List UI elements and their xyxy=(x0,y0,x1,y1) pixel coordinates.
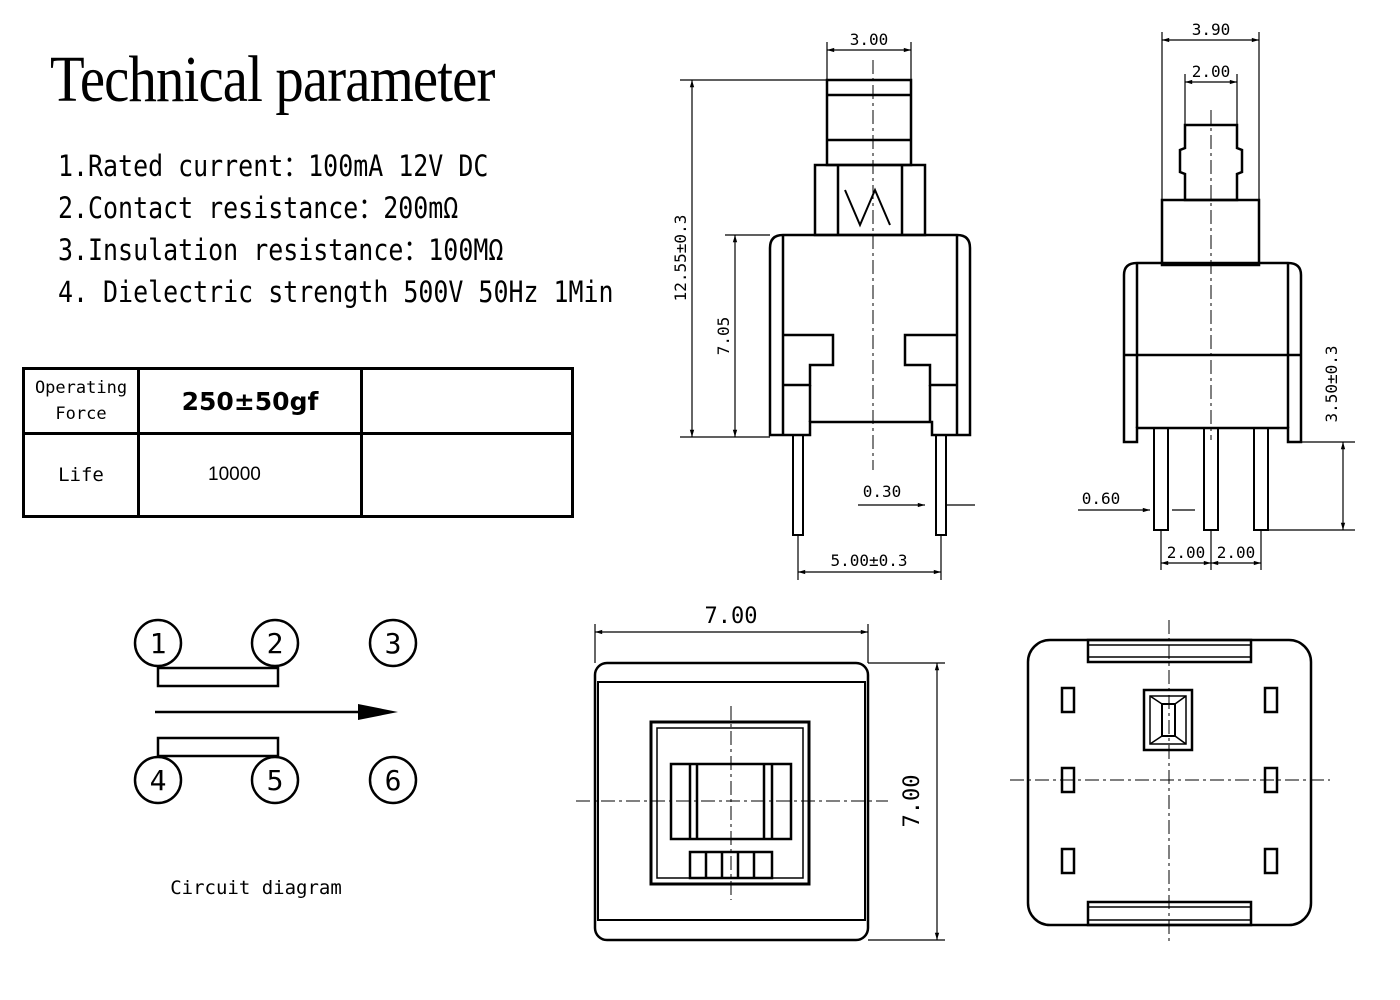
dim-side-pitch-right: 2.00 xyxy=(1217,543,1256,562)
dim-pin-pitch: 5.00±0.3 xyxy=(830,551,907,570)
param-rated-current: 1.Rated current：100mA 12V DC xyxy=(58,149,489,183)
dim-top-width: 7.00 xyxy=(705,604,758,629)
dim-front-top-width: 3.00 xyxy=(850,30,889,49)
dim-side-pitch-left: 2.00 xyxy=(1167,543,1206,562)
page-title: Technical parameter xyxy=(50,43,495,116)
dim-side-pin-width: 0.60 xyxy=(1082,489,1121,508)
pin-3-label: 3 xyxy=(385,627,402,660)
dim-front-height: 12.55±0.3 xyxy=(671,215,690,302)
dim-side-pin-length: 3.50±0.3 xyxy=(1322,345,1341,422)
life-value: 10000 xyxy=(137,432,363,518)
pin-2-label: 2 xyxy=(267,627,284,660)
front-view xyxy=(768,60,972,536)
side-view xyxy=(1122,110,1303,531)
parameter-list: 1.Rated current：100mA 12V DC 2.Contact r… xyxy=(58,145,704,313)
param-insulation-resistance: 3.Insulation resistance：100MΩ xyxy=(58,233,504,267)
bottom-view xyxy=(1010,620,1330,945)
circuit-caption: Circuit diagram xyxy=(170,877,342,899)
dim-front-body-height: 7.05 xyxy=(714,317,733,356)
empty-cell xyxy=(360,367,574,435)
circuit-diagram xyxy=(133,618,418,805)
pin-4-label: 4 xyxy=(150,764,167,797)
dim-side-stem-width: 2.00 xyxy=(1192,62,1231,81)
empty-cell xyxy=(360,432,574,518)
param-contact-resistance: 2.Contact resistance：200mΩ xyxy=(58,191,459,225)
table-row: Operating Force 250±50gf xyxy=(22,367,574,435)
dim-side-top-width: 3.90 xyxy=(1192,20,1231,39)
top-view xyxy=(576,661,888,942)
life-label: Life xyxy=(22,432,140,518)
pin-5-label: 5 xyxy=(267,764,284,797)
param-dielectric-strength: 4. Dielectric strength 500V 50Hz 1Min xyxy=(58,275,614,309)
operating-force-label: Operating Force xyxy=(22,367,140,435)
spec-table: Operating Force 250±50gf Life 10000 xyxy=(22,367,574,518)
arrow-icon xyxy=(358,704,398,720)
table-row: Life 10000 xyxy=(22,432,574,518)
pin-6-label: 6 xyxy=(385,764,402,797)
operating-force-value: 250±50gf xyxy=(137,367,363,435)
dim-top-height: 7.00 xyxy=(900,775,925,828)
dim-pin-width: 0.30 xyxy=(863,482,902,501)
pin-1-label: 1 xyxy=(150,627,167,660)
